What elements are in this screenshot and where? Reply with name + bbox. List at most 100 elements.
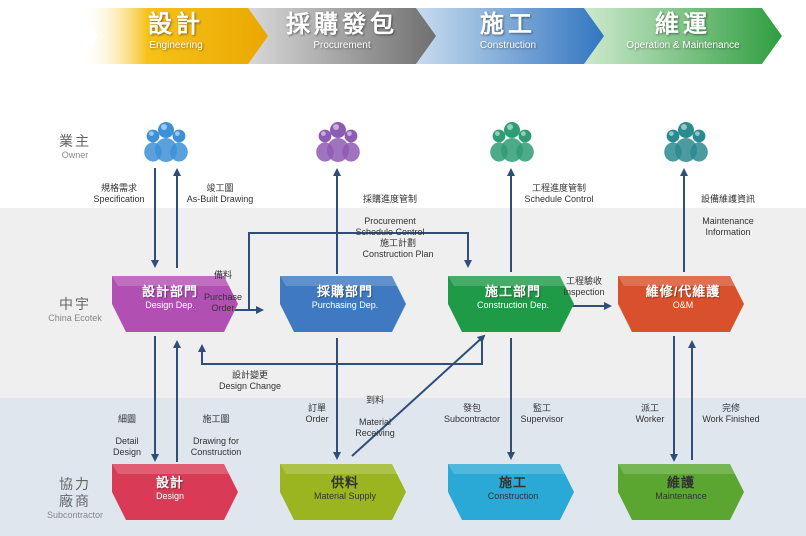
department-box-highlight [112,276,230,286]
label-supervisor-zh: 監工 [532,403,551,413]
label-drawing-for-construction: 施工圖 Drawing for Construction [180,403,252,469]
phase-construction-zh: 施工 [480,11,536,38]
label-worker: 派工 Worker [630,403,670,425]
department-box [618,276,744,332]
phase-engineering-zh: 設計 [148,11,204,38]
subcontractor-box [448,464,574,520]
label-supervisor: 監工 Supervisor [514,403,570,425]
label-as-built: 竣工圖 As-Built Drawing [180,183,260,205]
subcontractor-box [112,464,238,520]
phase-construction-en: Construction [479,40,537,51]
label-worker-en: Worker [635,414,665,424]
label-purchase-order: 備料 Purchase Order [196,259,250,325]
label-specification-zh: 規格需求 [100,183,137,193]
label-drawing-for-construction-zh: 施工圖 [202,414,230,424]
label-maintenance-info: 設備維護資訊 Maintenance Information [686,183,770,249]
arrow-design-change [198,336,483,365]
row-sub-zh: 協力 廠商 [59,476,91,509]
department-box [280,276,406,332]
department-box-highlight [448,276,566,286]
department-box-highlight [280,276,398,286]
label-procurement-schedule: 採購進度管制 Procurement Schedule Control [342,183,438,249]
label-maintenance-info-zh: 設備維護資訊 [700,194,755,204]
owner-people-icon [490,122,534,162]
row-owner-en: Owner [61,150,89,160]
label-schedule-control: 工程進度管制 Schedule Control [514,183,604,205]
row-owner-zh: 業主 [59,133,91,149]
label-inspection-en: Inspection [563,287,605,297]
subcontractor-box [618,464,744,520]
label-schedule-control-en: Schedule Control [524,194,594,204]
phase-om-zh: 維運 [655,11,711,38]
label-procurement-schedule-zh: 採購進度管制 [362,194,417,204]
label-material-receiving-en: Material Receiving [355,417,395,438]
label-order-zh: 訂單 [307,403,326,413]
label-drawing-for-construction-en: Drawing for Construction [190,436,242,457]
label-as-built-zh: 竣工圖 [206,183,234,193]
label-specification: 規格需求 Specification [86,183,152,205]
label-work-finished-en: Work Finished [702,414,760,424]
label-material-receiving-zh: 到料 [365,395,384,405]
label-specification-en: Specification [93,194,145,204]
label-material-receiving: 到料 Material Receiving [350,384,400,450]
label-worker-zh: 派工 [640,403,659,413]
label-design-change: 設計變更 Design Change [210,370,290,392]
label-inspection: 工程驗收 Inspection [554,276,614,298]
phase-engineering-en: Engineering [149,40,203,51]
department-box [112,276,238,332]
label-detail-design-en: Detail Design [112,436,141,457]
phase-om-en: Operation & Maintenance [626,40,740,51]
row-label-owner: 業主 Owner [40,133,110,161]
label-order: 訂單 Order [300,403,334,425]
label-inspection-zh: 工程驗收 [565,276,602,286]
row-label-china: 中宇 China Ecotek [40,296,110,324]
label-design-change-zh: 設計變更 [231,370,268,380]
phase-arrow-engineering [80,8,272,64]
department-box-highlight [618,276,736,286]
label-construction-plan-zh: 施工計劃 [379,238,416,248]
label-subcontractor-en: Subcontractor [443,414,501,424]
phase-arrow-procurement [248,8,440,64]
phase-procurement: 採購發包 Procurement [262,10,422,58]
owner-people-icon [664,122,708,162]
label-construction-plan-en: Construction Plan [362,249,434,259]
subcontractor-box-highlight [112,464,230,474]
label-work-finished-zh: 完修 [721,403,740,413]
label-subcontractor-zh: 發包 [462,403,481,413]
label-detail-design: 細圖 Detail Design [104,403,150,469]
owner-people-icon [316,122,360,162]
label-supervisor-en: Supervisor [520,414,564,424]
arrow-material-receiving [351,334,486,457]
label-subcontractor: 發包 Subcontractor [436,403,508,425]
phase-om: 維運 Operation & Maintenance [598,10,768,58]
row-sub-en: Subcontractor [46,510,104,520]
subcontractor-box-highlight [618,464,736,474]
label-purchase-order-zh: 備料 [213,270,232,280]
phase-engineering: 設計 Engineering [96,10,256,58]
phase-procurement-zh: 採購發包 [286,11,398,38]
phase-construction: 施工 Construction [428,10,588,58]
row-china-en: China Ecotek [48,313,102,323]
label-construction-plan: 施工計劃 Construction Plan [350,238,446,260]
label-procurement-schedule-en: Procurement Schedule Control [355,216,425,237]
label-purchase-order-en: Purchase Order [203,292,243,313]
row-china-zh: 中宇 [59,296,91,312]
phase-arrow-om [584,8,782,64]
department-box [448,276,574,332]
subcontractor-box [280,464,406,520]
arrow-construction-plan [248,232,472,310]
label-design-change-en: Design Change [218,381,282,391]
row-label-subcontractor: 協力 廠商 Subcontractor [40,476,110,521]
label-maintenance-info-en: Maintenance Information [702,216,754,237]
owner-people-icon [144,122,188,162]
phase-arrow-construction [416,8,608,64]
label-as-built-en: As-Built Drawing [186,194,254,204]
subcontractor-box-highlight [448,464,566,474]
label-order-en: Order [305,414,329,424]
label-schedule-control-zh: 工程進度管制 [531,183,586,193]
subcontractor-box-highlight [280,464,398,474]
phase-procurement-en: Procurement [313,40,371,51]
label-work-finished: 完修 Work Finished [694,403,768,425]
